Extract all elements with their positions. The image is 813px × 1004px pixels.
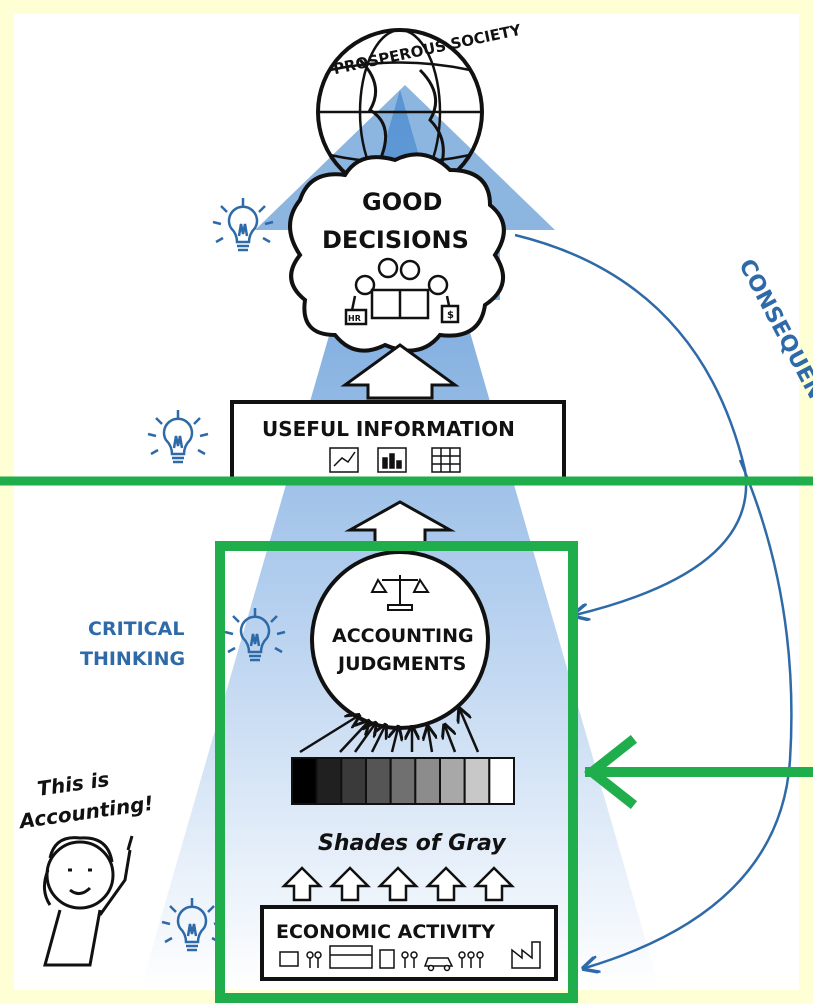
character-icon [43,835,134,967]
hollow-arrows-row [280,866,516,902]
badge-hr: HR [348,314,361,323]
highlight-box [215,541,578,1003]
shade-cell [389,757,417,805]
badge-dollar: $ [447,310,454,321]
economic-activity-label: ECONOMIC ACTIVITY [276,921,495,943]
accounting-judgments-line2: JUDGMENTS [336,653,466,675]
critical-thinking-line2: THINKING [80,648,185,670]
shade-cell [439,757,466,805]
hollow-arrow [328,866,372,902]
hollow-arrow [376,866,420,902]
shade-cell [488,757,516,805]
good-decisions-cloud [288,152,506,353]
shade-cell [463,757,491,805]
shades-of-gray-bar [291,757,516,805]
accounting-judgments-line1: ACCOUNTING [332,625,474,647]
shade-cell [291,757,318,805]
economy-icons [279,941,541,972]
hollow-arrow [472,866,516,902]
good-decisions-line2: DECISIONS [322,226,469,254]
people-reading-icon [344,257,460,326]
pointer-arrow [583,734,813,810]
good-decisions-line1: GOOD [362,188,442,216]
shade-cell [315,757,343,805]
hollow-arrow [424,866,468,902]
economic-activity-box [260,905,558,981]
scales-icon [370,575,430,611]
upward-arrows [299,710,480,754]
shade-cell [414,757,442,805]
shades-of-gray-label: Shades of Gray [318,831,507,856]
shade-cell [340,757,368,805]
report-icons [329,447,461,473]
useful-information-label: USEFUL INFORMATION [262,417,515,441]
shade-cell [365,757,392,805]
hollow-arrow [280,866,324,902]
arrow-up-to-decisions [340,343,460,400]
consequences-arrows [514,233,793,968]
critical-thinking-line1: CRITICAL [88,618,184,640]
